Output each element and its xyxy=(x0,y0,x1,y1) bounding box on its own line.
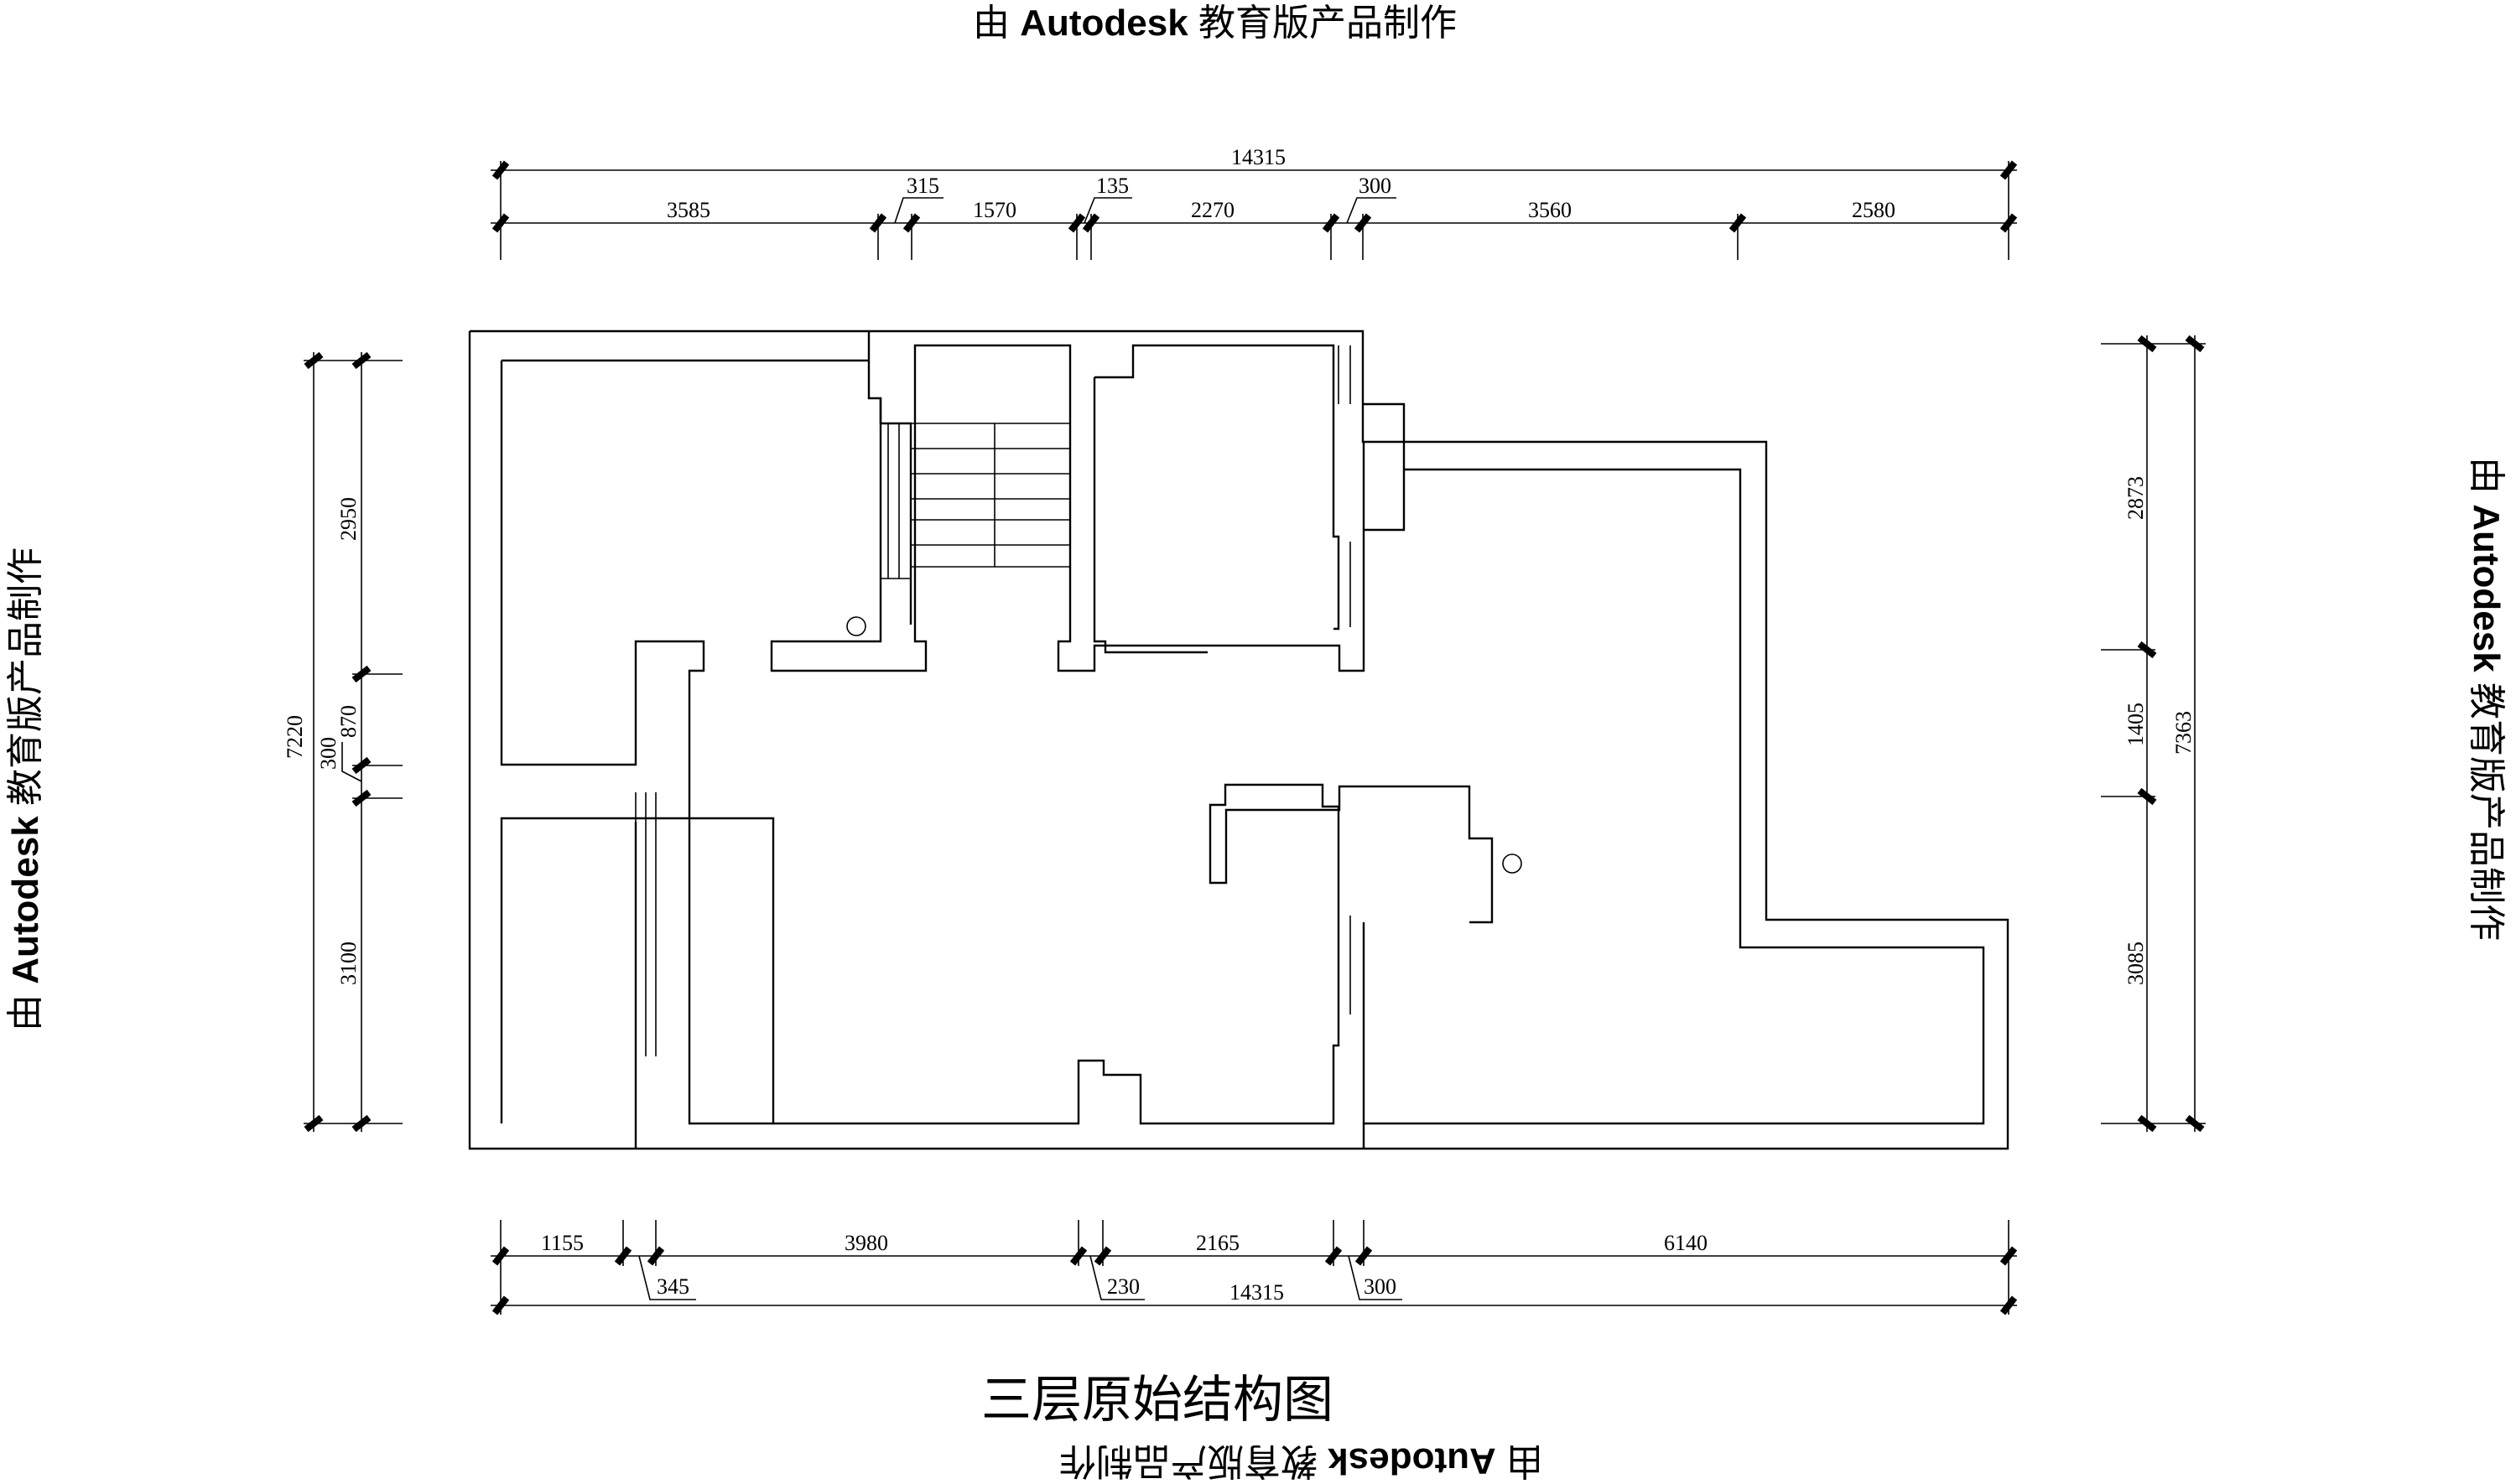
dim-top-seg-1: 3585 xyxy=(667,198,710,222)
dim-right-seg-2: 1405 xyxy=(2124,703,2148,746)
dim-top-seg-4: 135 xyxy=(1096,174,1129,198)
dim-top-seg-7: 3560 xyxy=(1528,198,1572,222)
dim-bottom-seg-5: 2165 xyxy=(1196,1231,1240,1255)
dim-bottom-seg-6: 300 xyxy=(1364,1274,1396,1299)
room-top-left xyxy=(770,331,1365,672)
room-bottom-left xyxy=(500,817,775,1123)
dim-bottom-seg-3: 3980 xyxy=(845,1231,888,1255)
left-dimension-chain: 7220 2950 870 300 3100 xyxy=(283,351,403,1133)
dim-top-seg-3: 1570 xyxy=(973,198,1016,222)
dim-left-total: 7220 xyxy=(283,715,307,759)
bottom-dimension-chain: 1155 345 3980 230 2165 300 6140 14315 xyxy=(491,1220,2018,1315)
dim-top-total: 14315 xyxy=(1231,145,1286,169)
dim-right-seg-3: 3085 xyxy=(2124,942,2148,985)
watermark-top: 由 Autodesk 教育版产品制作 xyxy=(973,3,1457,44)
dim-left-seg-1: 2950 xyxy=(336,497,361,541)
watermark-right: 由 Autodesk 教育版产品制作 xyxy=(2466,457,2507,941)
staircase xyxy=(879,398,1070,625)
dim-bottom-total: 14315 xyxy=(1229,1280,1284,1305)
dim-bottom-seg-2: 345 xyxy=(657,1274,689,1299)
dim-top-seg-5: 2270 xyxy=(1191,198,1235,222)
watermark-left: 由 Autodesk 教育版产品制作 xyxy=(5,547,46,1031)
drain-circle-middle xyxy=(1502,854,1522,874)
room-right xyxy=(1364,468,1985,1125)
dim-bottom-seg-1: 1155 xyxy=(541,1231,584,1255)
dim-top-seg-8: 2580 xyxy=(1852,198,1895,222)
outer-wall xyxy=(468,329,2009,1150)
drawing-title: 三层原始结构图 xyxy=(981,1371,1333,1430)
dim-left-seg-3: 300 xyxy=(316,737,340,770)
floor-plan-walls xyxy=(468,329,2009,1150)
dim-right-seg-1: 2873 xyxy=(2124,476,2148,520)
dim-left-seg-4: 3100 xyxy=(336,942,361,985)
dim-top-seg-6: 300 xyxy=(1359,174,1391,198)
right-dimension-chain: 7363 2873 1405 3085 xyxy=(2101,335,2206,1133)
dim-top-seg-2: 315 xyxy=(907,174,939,198)
dim-bottom-seg-4: 230 xyxy=(1107,1274,1140,1299)
watermark-bottom: 由 Autodesk 教育版产品制作 xyxy=(1059,1440,1543,1481)
dim-left-seg-2: 870 xyxy=(336,705,361,738)
dim-right-total: 7363 xyxy=(2171,711,2196,755)
dim-bottom-seg-7: 6140 xyxy=(1664,1231,1708,1255)
top-dimension-chain: 14315 3585 315 1570 135 2270 300 3560 25… xyxy=(491,145,2018,260)
room-top-right xyxy=(1094,344,1340,630)
drain-circle-top xyxy=(846,616,866,636)
